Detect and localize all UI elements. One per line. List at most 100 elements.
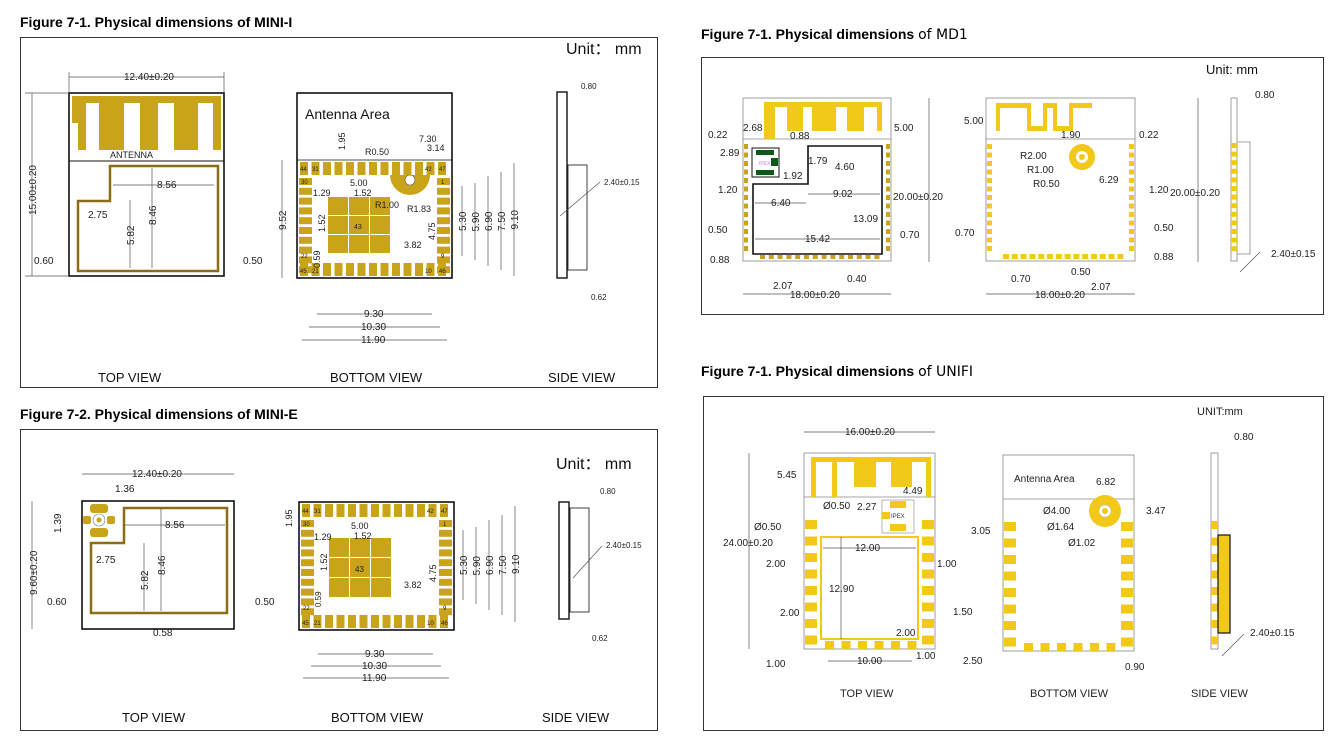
pad — [359, 504, 368, 517]
dim: 0.59 — [312, 250, 322, 268]
dim: 0.88 — [1154, 252, 1174, 263]
dim: 10.30 — [361, 322, 386, 333]
pad — [357, 263, 366, 276]
pad — [744, 212, 748, 217]
pad — [1004, 604, 1016, 614]
dim: Ø0.50 — [823, 501, 851, 512]
view-label-side: SIDE VIEW — [548, 370, 616, 385]
pad — [1231, 229, 1237, 234]
pad — [795, 255, 801, 259]
antenna-trace — [764, 102, 882, 139]
pad — [1121, 555, 1133, 564]
pad — [805, 602, 817, 612]
pad — [439, 588, 452, 596]
pad — [922, 619, 934, 628]
pad — [301, 549, 314, 557]
dim: 2.07 — [1091, 282, 1111, 293]
pad — [1211, 620, 1218, 628]
pad-number: 45 — [300, 269, 307, 275]
pad-number: 30 — [301, 180, 308, 186]
pad — [437, 246, 450, 254]
pad-number: 31 — [314, 509, 321, 515]
antenna-trace — [996, 103, 1092, 131]
pad — [299, 236, 312, 244]
pad — [987, 178, 992, 183]
figure-title-mini-e: Figure 7-2. Physical dimensions of MINI-… — [20, 406, 298, 422]
pad — [1211, 554, 1218, 562]
dim: R2.00 — [1020, 151, 1047, 162]
pad — [299, 187, 312, 195]
pad — [439, 598, 452, 606]
dim: 0.88 — [790, 131, 810, 142]
pad — [1004, 555, 1016, 564]
pad — [839, 255, 845, 259]
dim: 1.29 — [314, 532, 332, 542]
pad — [922, 569, 934, 579]
pad — [438, 162, 446, 175]
pad — [874, 255, 880, 259]
pad — [403, 162, 412, 175]
dim: 0.60 — [47, 597, 67, 608]
pad — [299, 197, 312, 205]
pad — [1129, 237, 1134, 243]
pad — [1004, 621, 1016, 630]
pad — [428, 615, 437, 628]
pad — [858, 641, 867, 649]
pad — [1117, 254, 1124, 259]
pad — [987, 152, 992, 158]
pad — [1055, 254, 1062, 259]
dim: 1.52 — [354, 188, 372, 198]
pad — [299, 266, 312, 274]
dim: 0.58 — [153, 628, 173, 639]
dim: 20.00±0.20 — [1170, 188, 1220, 199]
unit-label: Unit： mm — [556, 456, 632, 473]
pad — [922, 553, 934, 562]
pad — [348, 615, 356, 628]
dim: 2.00 — [766, 559, 786, 570]
side-view-md1: 0.80 2.40±0.15 — [1230, 90, 1316, 273]
pad-number: 47 — [439, 167, 446, 173]
dim: 8.46 — [148, 205, 159, 225]
dim: 11.90 — [362, 673, 387, 684]
figure-title-suffix: of MD1 — [918, 27, 968, 43]
pad — [301, 569, 314, 576]
dim: 9.30 — [364, 309, 384, 320]
pad-number: 47 — [441, 509, 448, 515]
dim: 1.39 — [53, 513, 64, 533]
pad — [744, 152, 748, 158]
pad — [439, 608, 452, 616]
pad — [886, 178, 890, 183]
pad — [886, 220, 890, 226]
dim: Ø4.00 — [1043, 506, 1071, 517]
pad — [437, 207, 450, 215]
pad — [922, 602, 934, 612]
pad — [1211, 521, 1218, 529]
dim: 4.75 — [427, 222, 437, 240]
pad — [439, 569, 452, 576]
pad — [359, 615, 368, 628]
pad — [1129, 161, 1134, 166]
pad — [302, 504, 310, 517]
pad — [1231, 246, 1237, 252]
pad — [1231, 168, 1237, 174]
dim: 0.50 — [255, 597, 275, 608]
pad — [886, 161, 890, 166]
pad — [440, 615, 448, 628]
dim: 5.00 — [351, 521, 369, 531]
pad — [1040, 643, 1050, 651]
pad — [437, 187, 450, 195]
pad — [886, 246, 890, 251]
pad — [744, 178, 748, 183]
pad — [987, 246, 992, 251]
dim: 0.50 — [1154, 223, 1174, 234]
pad — [1108, 254, 1115, 259]
pad — [1211, 603, 1218, 612]
pad — [1129, 229, 1134, 234]
pad — [325, 504, 333, 517]
pad — [830, 255, 836, 259]
dim: 5.00 — [894, 123, 914, 134]
dim: 2.40±0.15 — [606, 541, 642, 550]
bottom-view-md1: 5.00 1.90 0.22 R2.00 R1.00 R0.50 6.29 1.… — [955, 97, 1220, 301]
